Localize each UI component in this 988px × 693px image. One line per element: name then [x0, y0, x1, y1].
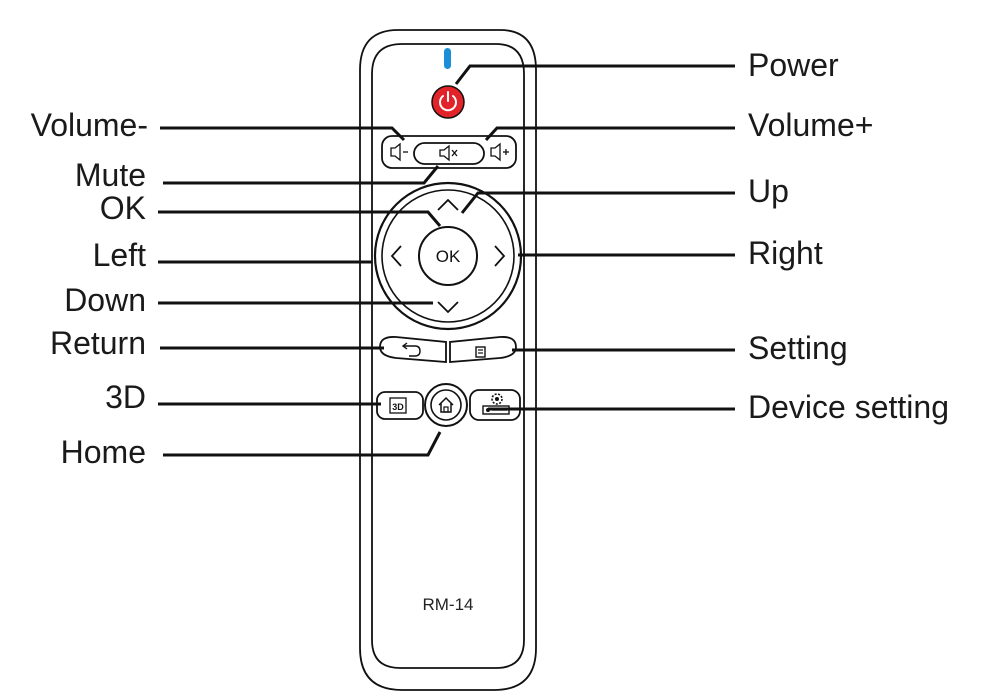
leader-up [460, 191, 735, 214]
callout-labels: Power Volume- Volume+ Mute OK Up Left Ri… [31, 47, 949, 470]
label-up: Up [748, 173, 789, 209]
right-button[interactable] [494, 245, 506, 267]
label-power: Power [748, 47, 839, 83]
speaker-plus-icon [490, 142, 509, 162]
volume-up-button[interactable] [490, 142, 509, 162]
leader-lines [158, 64, 735, 457]
leader-mute [163, 165, 440, 185]
label-left: Left [93, 237, 146, 273]
return-arrow-icon [401, 342, 421, 357]
power-icon [439, 91, 457, 112]
label-down: Down [64, 282, 146, 318]
chevron-right-icon [494, 245, 506, 267]
menu-icon [475, 346, 486, 358]
label-volume-plus: Volume+ [748, 107, 873, 143]
mute-button[interactable] [413, 142, 485, 165]
3d-cube-icon: 3D [389, 397, 407, 414]
chevron-down-icon [437, 301, 459, 314]
speaker-minus-icon [390, 142, 408, 162]
leader-volume-plus [484, 126, 735, 142]
power-button[interactable] [431, 85, 465, 119]
setting-button[interactable] [449, 336, 517, 363]
volume-bar [381, 135, 517, 169]
leader-home [163, 431, 442, 457]
return-button[interactable] [379, 336, 447, 363]
chevron-left-icon [390, 245, 402, 267]
down-button[interactable] [437, 301, 459, 314]
home-button[interactable] [424, 383, 468, 427]
left-button[interactable] [390, 245, 402, 267]
indicator-led [444, 48, 451, 69]
leader-power [454, 64, 735, 85]
label-ok: OK [100, 190, 146, 226]
label-device-setting: Device setting [748, 389, 949, 425]
ok-button[interactable]: OK [418, 226, 478, 286]
chevron-up-icon [437, 198, 459, 211]
label-home: Home [61, 434, 146, 470]
label-volume-minus: Volume- [31, 107, 148, 143]
ok-button-label: OK [436, 247, 461, 266]
label-setting: Setting [748, 330, 848, 366]
home-icon [438, 396, 454, 413]
label-return: Return [50, 325, 146, 361]
volume-down-button[interactable] [390, 142, 408, 162]
three-d-button[interactable]: 3D [376, 391, 424, 420]
remote-body [359, 29, 537, 691]
model-number: RM-14 [422, 595, 473, 614]
svg-text:3D: 3D [392, 402, 404, 412]
up-button[interactable] [437, 198, 459, 211]
label-right: Right [748, 235, 823, 271]
leader-volume-minus [160, 126, 406, 142]
label-3d: 3D [105, 379, 146, 415]
leader-ok [158, 210, 442, 227]
device-setting-button[interactable] [469, 389, 521, 421]
speaker-mute-icon [439, 144, 458, 162]
label-mute: Mute [75, 157, 146, 193]
